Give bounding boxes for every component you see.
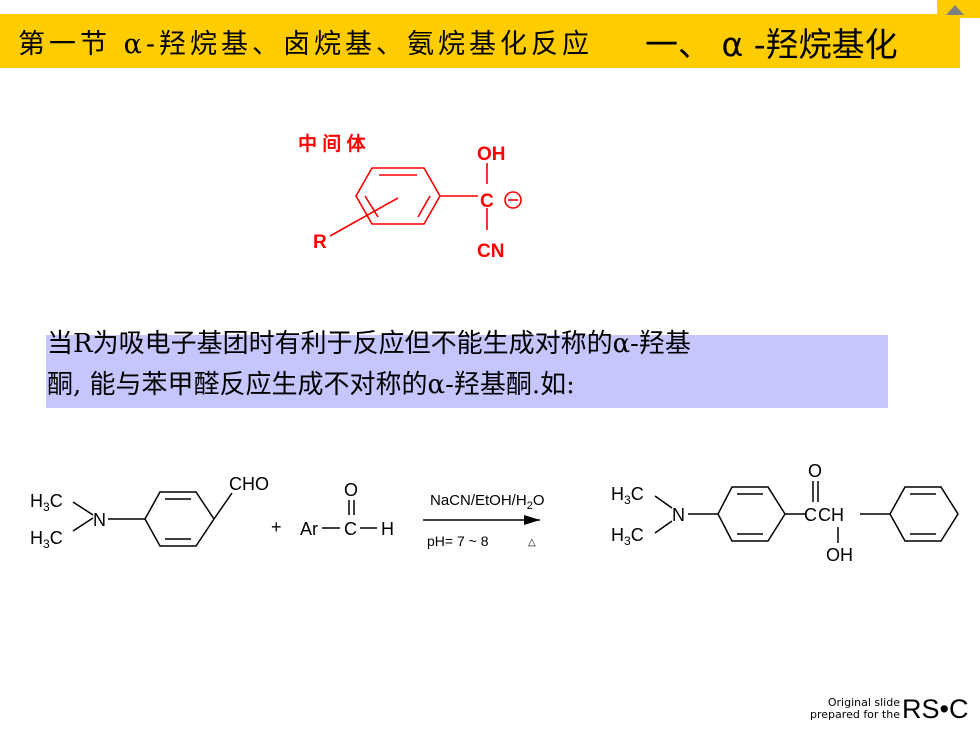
svg-text:H3C: H3C bbox=[611, 525, 644, 548]
intermediate-c: C bbox=[480, 191, 494, 212]
product-n: N bbox=[672, 505, 685, 525]
paragraph-highlight bbox=[46, 335, 888, 408]
product-o: O bbox=[808, 461, 822, 481]
svg-text:H3C: H3C bbox=[30, 528, 63, 551]
slide-subtitle: 一、 α -羟烷基化 bbox=[645, 25, 898, 64]
benzene-ring-product-1 bbox=[717, 486, 786, 542]
rsc-logo: RS•C bbox=[902, 694, 969, 724]
footer-line-2: prepared for the bbox=[810, 708, 900, 721]
svg-text:H3C: H3C bbox=[30, 491, 63, 514]
intermediate-oh: OH bbox=[477, 144, 506, 165]
heat-icon: △ bbox=[528, 537, 536, 548]
footer-line-1: Original slide bbox=[827, 696, 900, 709]
intermediate-r: R bbox=[313, 232, 327, 253]
reactant-h: H bbox=[381, 519, 394, 539]
title-bar bbox=[0, 14, 960, 68]
footer-credit: Original slide prepared for the bbox=[788, 697, 900, 721]
slide-title: 第一节 α-羟烷基、卤烷基、氨烷基化反应 bbox=[18, 29, 593, 60]
scroll-up-arrow-icon[interactable] bbox=[946, 5, 964, 15]
plus-sign: + bbox=[271, 517, 282, 537]
reactant-ar: Ar bbox=[300, 519, 318, 539]
reactant-cho: CHO bbox=[229, 474, 269, 494]
product-c: C bbox=[804, 505, 817, 525]
conditions-bottom: pH= 7 ~ 8 bbox=[427, 533, 489, 549]
reactant-c: C bbox=[344, 519, 357, 539]
conditions-top: NaCN/EtOH/H2O bbox=[430, 492, 544, 512]
reaction-scheme: H3C H3C N CHO + Ar O C H NaCN/EtOH/H2O p… bbox=[30, 461, 959, 565]
reactant-o: O bbox=[344, 480, 358, 500]
benzene-ring-left bbox=[144, 491, 215, 547]
product-oh: OH bbox=[826, 545, 853, 565]
benzene-ring-product-2 bbox=[889, 486, 959, 542]
product-ch: CH bbox=[818, 505, 844, 525]
intermediate-structure: 中 间 体 OH C CN R bbox=[298, 132, 522, 262]
arrow-head-icon bbox=[524, 515, 540, 525]
intermediate-cn: CN bbox=[477, 241, 504, 262]
reactant-n: N bbox=[93, 510, 106, 530]
paragraph-line-2: 酮, 能与苯甲醛反应生成不对称的α-羟基酮.如: bbox=[47, 370, 575, 400]
intermediate-label: 中 间 体 bbox=[298, 132, 367, 155]
paragraph-line-1: 当R为吸电子基团时有利于反应但不能生成对称的α-羟基 bbox=[47, 329, 691, 359]
benzene-ring bbox=[355, 167, 441, 225]
svg-text:H3C: H3C bbox=[611, 484, 644, 507]
